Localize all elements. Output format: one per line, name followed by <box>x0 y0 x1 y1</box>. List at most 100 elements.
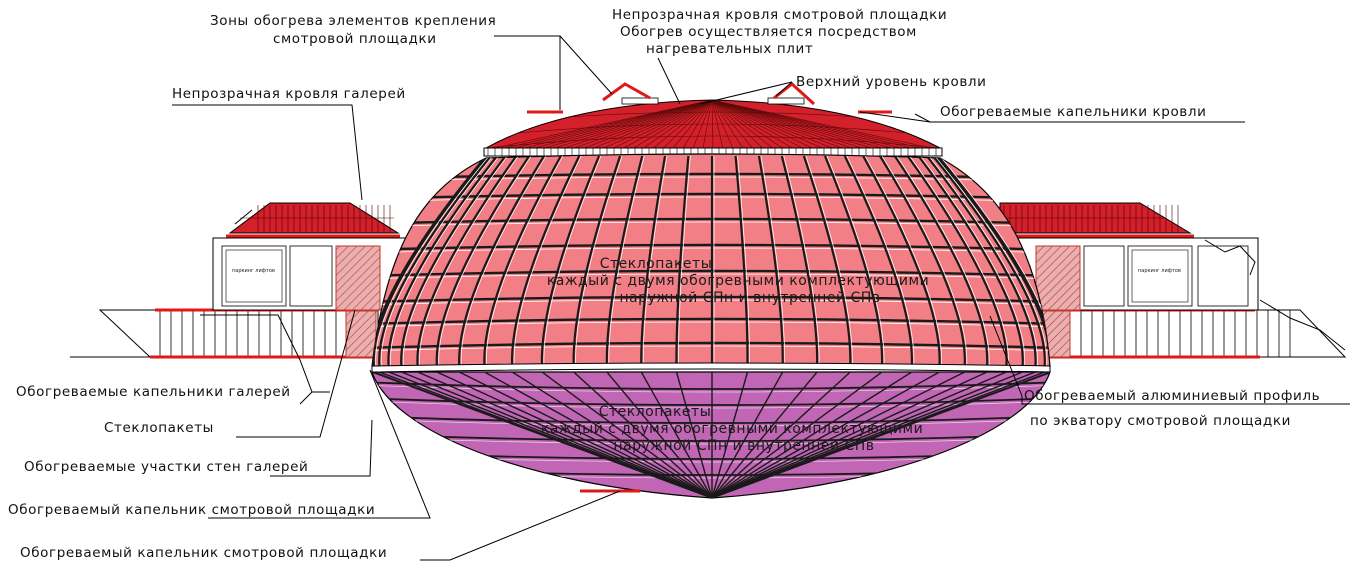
dome-rib <box>711 100 807 148</box>
label-platform-drip-2: Обогреваемый капельник смотровой площадк… <box>20 545 387 561</box>
upper-meridian-highlight <box>390 155 500 366</box>
upper-meridian-highlight <box>402 155 508 366</box>
upper-meridian <box>893 155 989 366</box>
lower-meridian <box>711 372 913 498</box>
upper-meridian-highlight <box>419 155 519 366</box>
upper-meridian-highlight <box>805 155 853 366</box>
label-platform-drip-1: Обогреваемый капельник смотровой площадк… <box>8 502 375 518</box>
lower-meridian <box>711 372 784 498</box>
dome-rib <box>650 100 713 148</box>
upper-meridian-highlight <box>934 155 1048 366</box>
dome-rib <box>711 100 889 148</box>
label-gallery-drips: Обогреваемые капельники галерей <box>16 384 291 400</box>
dome-rib <box>702 100 713 148</box>
dome-rib <box>486 100 713 148</box>
upper-meridian-highlight <box>513 155 582 366</box>
upper-meridian <box>511 155 581 366</box>
labels: Зоны обогрева элементов крепления смотро… <box>8 7 1320 561</box>
dome-rib <box>711 100 910 148</box>
glass-lower-title: Стеклопакеты <box>599 404 712 420</box>
upper-meridian-highlight <box>380 155 494 366</box>
upper-meridian-highlight <box>575 155 623 366</box>
lower-meridian <box>711 372 940 498</box>
glass-upper-title: Стеклопакеты <box>600 256 713 272</box>
upper-meridian <box>435 155 531 366</box>
upper-meridian-highlight <box>928 155 1038 366</box>
lower-meridian <box>711 372 818 498</box>
upper-meridian <box>675 155 690 366</box>
label-gallery-walls: Обогреваемые участки стен галерей <box>24 459 308 475</box>
glass-lower-line2: каждый с двумя обогревными комплектующим… <box>541 421 923 437</box>
left-roof-ribs <box>240 205 394 233</box>
upper-meridian-highlight <box>896 155 990 366</box>
left-gallery-heated-wall-lower <box>345 310 377 358</box>
upper-meridian <box>932 155 1046 366</box>
upper-meridian <box>572 155 622 366</box>
upper-meridian-highlight <box>375 155 490 366</box>
upper-meridian <box>926 155 1037 366</box>
label-glass: Стеклопакеты <box>104 420 214 436</box>
right-gallery-heated-wall <box>1035 245 1081 311</box>
dome-rib <box>619 100 713 148</box>
left-gallery-heated-wall <box>335 245 381 311</box>
upper-meridian <box>458 155 545 366</box>
lower-meridian <box>511 372 713 498</box>
dome-rib <box>609 100 713 148</box>
dome-rib <box>496 100 713 148</box>
dome-rib <box>537 100 713 148</box>
roof-fixing-heating-left <box>602 82 651 102</box>
dome-rib <box>711 100 930 148</box>
leader-lines <box>172 35 1350 561</box>
equator-profile <box>371 362 1051 373</box>
lower-ring-highlight <box>372 418 1050 427</box>
right-gallery-window-inner <box>1131 249 1189 303</box>
roof-heating-plate-right <box>767 97 805 105</box>
upper-meridian-highlight <box>642 155 668 366</box>
upper-meridian <box>917 155 1024 366</box>
dome-ring <box>486 135 940 148</box>
upper-meridian-highlight <box>760 155 786 366</box>
dome-rib <box>711 100 940 148</box>
dome-rib <box>692 100 713 148</box>
right-gallery-broken-edge <box>1204 239 1346 351</box>
lower-meridian <box>436 372 713 498</box>
dome-rib <box>711 100 745 148</box>
lower-meridian <box>711 372 1007 498</box>
dome-rib <box>711 100 920 148</box>
left-gallery-window-2 <box>289 245 333 307</box>
label-roof-level: Верхний уровень кровли <box>796 74 987 90</box>
label-roof-view-1: Непрозрачная кровля смотровой площадки <box>612 7 947 23</box>
lower-ring <box>372 381 1050 390</box>
upper-meridian <box>802 155 852 366</box>
lower-ring <box>372 433 1050 442</box>
upper-meridian <box>823 155 884 366</box>
upper-meridian-highlight <box>826 155 885 366</box>
dome-rib <box>516 100 713 148</box>
upper-meridian-highlight <box>678 155 691 366</box>
upper-meridian <box>780 155 819 366</box>
glass-upper-line3: наружной СПн и внутренней СПв <box>619 290 880 306</box>
left-gallery: паркинг лифтов <box>98 202 414 359</box>
upper-meridian <box>483 155 562 366</box>
dome-rib <box>711 100 796 148</box>
upper-meridian-highlight <box>864 155 942 366</box>
label-gallery-roof: Непрозрачная кровля галерей <box>172 86 406 102</box>
upper-meridian-highlight <box>438 155 532 366</box>
sign-left: паркинг лифтов <box>232 268 275 274</box>
roof-heating-plate-left <box>621 97 659 105</box>
upper-meridian <box>605 155 644 366</box>
lower-meridian <box>711 372 851 498</box>
dome-rib <box>711 100 879 148</box>
lower-meridian <box>640 372 713 498</box>
lower-meridian <box>388 372 713 498</box>
upper-meridian <box>416 155 518 366</box>
lower-meridian <box>675 372 713 498</box>
glass-lower-line3: наружной СПн и внутренней СПв <box>613 438 874 454</box>
dome-rib <box>630 100 713 148</box>
roof-fixing-heating-right <box>773 82 816 106</box>
dome-rib <box>547 100 713 148</box>
lower-glazing <box>371 371 1051 499</box>
dome-rib <box>711 100 714 148</box>
lower-meridian <box>484 372 713 498</box>
